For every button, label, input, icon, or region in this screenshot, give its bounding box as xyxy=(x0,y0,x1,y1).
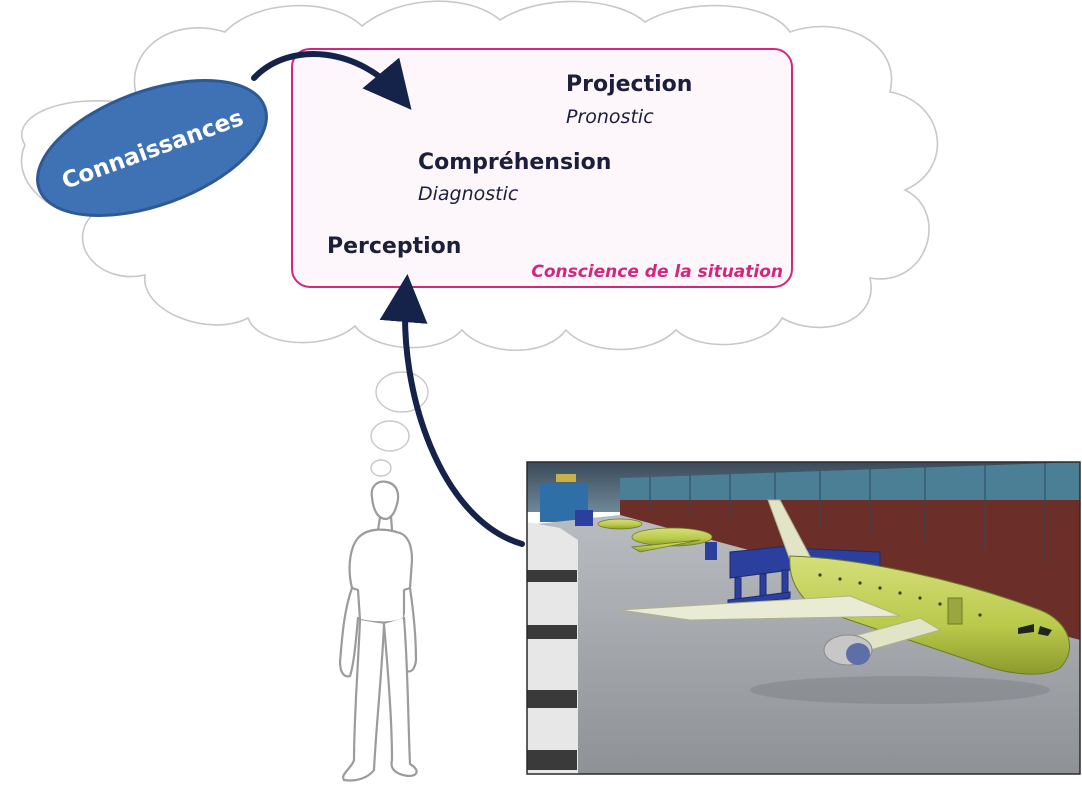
knowledge-ellipse: Connaissances xyxy=(36,79,268,217)
thought-bubble-medium xyxy=(370,420,410,452)
situation-awareness-caption: Conscience de la situation xyxy=(531,262,783,282)
standing-person-icon xyxy=(338,480,418,782)
hangar-scene-frame xyxy=(526,461,1081,775)
projection-subtitle: Pronostic xyxy=(566,106,654,128)
perception-title: Perception xyxy=(327,234,461,259)
knowledge-arrow xyxy=(251,51,412,110)
situation-awareness-box: Projection Pronostic Compréhension Diagn… xyxy=(291,48,793,288)
thought-bubble-large xyxy=(375,371,429,413)
comprehension-title: Compréhension xyxy=(418,150,611,175)
projection-title: Projection xyxy=(566,72,692,97)
thought-bubble-small xyxy=(370,459,392,477)
perception-arrow xyxy=(379,274,525,547)
aircraft-hangar-scene xyxy=(527,462,1080,774)
comprehension-subtitle: Diagnostic xyxy=(418,183,519,205)
